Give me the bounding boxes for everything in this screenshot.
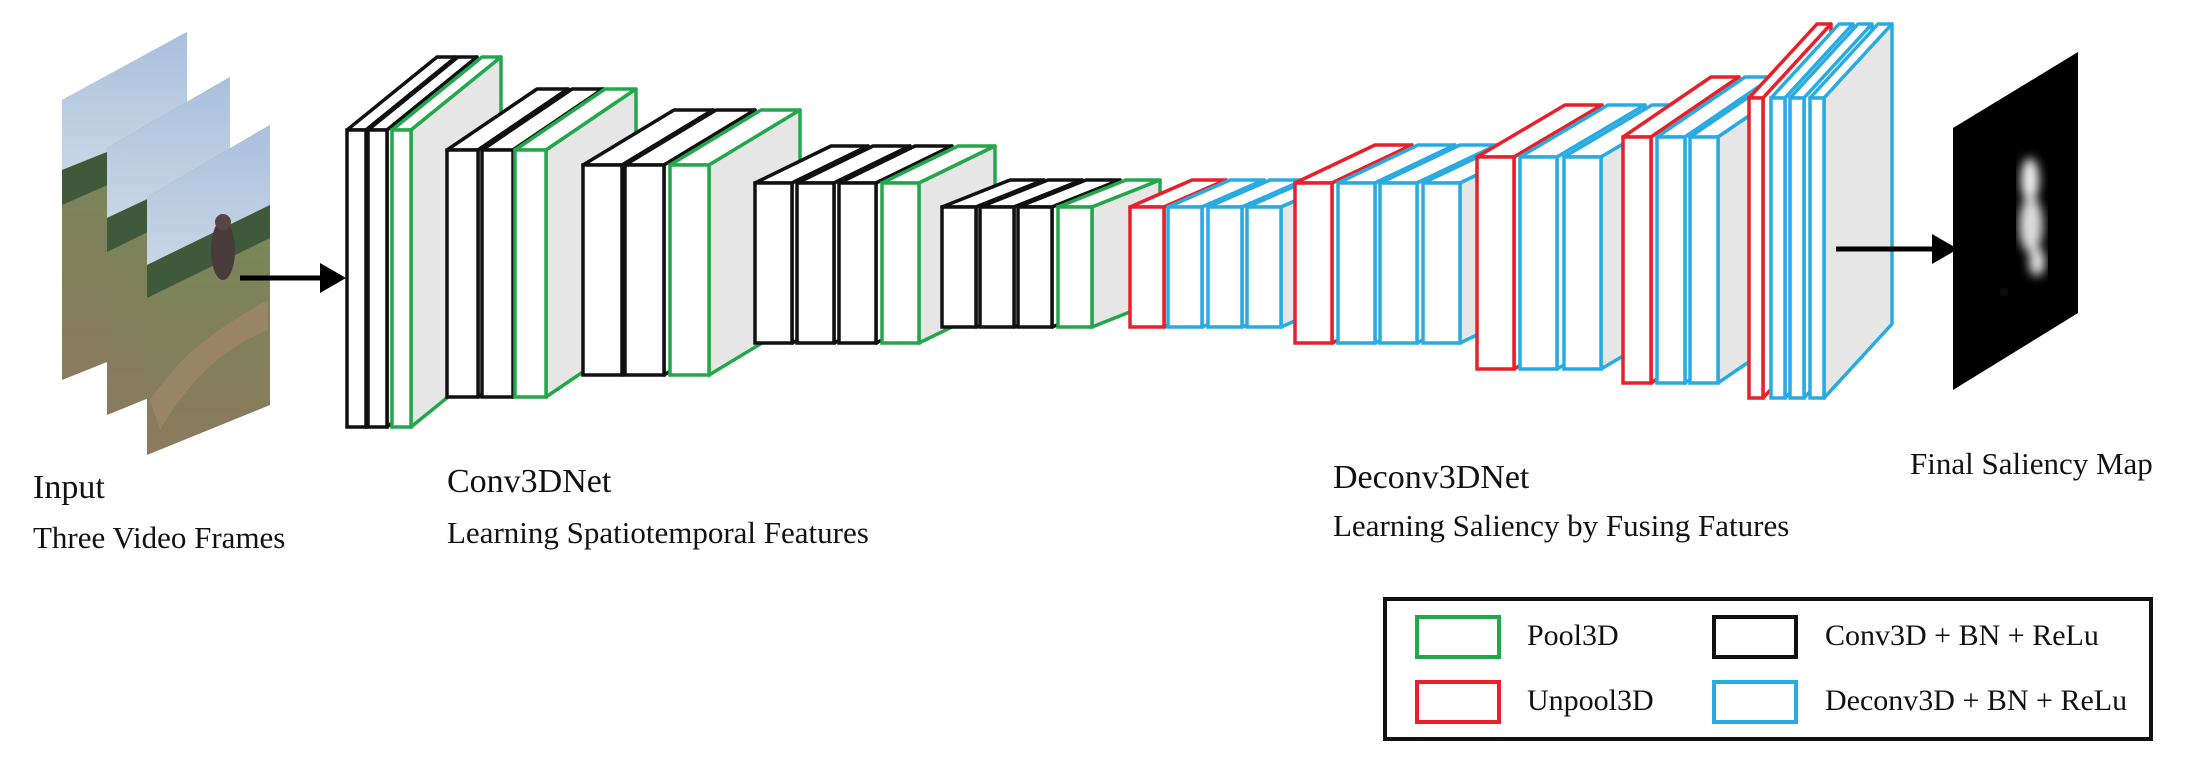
input-subtitle: Three Video Frames [33,520,286,555]
saliency-map-image [1953,52,2078,390]
legend-swatch-unpool [1415,680,1501,724]
legend-label-pool: Pool3D [1527,619,1619,652]
input-title: Input [33,469,105,506]
output-title: Final Saliency Map [1910,446,2153,481]
video-frame-3 [147,125,270,455]
output-arrow [1836,234,1958,264]
stage-5 [940,178,1162,329]
input-video-frames [62,32,270,455]
legend-swatch-conv [1712,615,1798,659]
conv3dnet-title: Conv3DNet [447,463,612,500]
deconv3dnet-subtitle: Learning Saliency by Fusing Fatures [1333,508,1790,543]
legend-box: Pool3D Unpool3D Conv3D + BN + ReLu Decon… [1383,597,2153,741]
stage-10 [1747,22,1894,400]
rider-figure [211,220,235,280]
legend-swatch-deconv [1712,680,1798,724]
legend-label-unpool: Unpool3D [1527,684,1654,717]
legend-label-deconv: Deconv3D + BN + ReLu [1825,684,2128,717]
deconv3dnet-title: Deconv3DNet [1333,459,1530,496]
conv3dnet-subtitle: Learning Spatiotemporal Features [447,515,869,550]
layer-deconv [1808,22,1894,400]
legend-swatch-pool [1415,615,1501,659]
network-layers [345,22,1894,429]
legend-label-conv: Conv3D + BN + ReLu [1825,619,2099,652]
input-arrow [240,263,346,293]
